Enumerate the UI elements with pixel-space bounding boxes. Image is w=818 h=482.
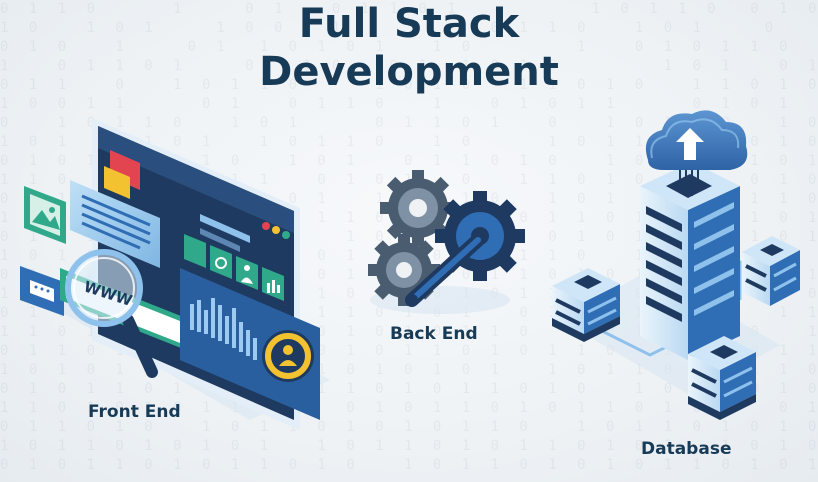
- page-title-line2: Development: [259, 49, 559, 95]
- database-label: Database: [641, 439, 732, 459]
- image-card: [24, 186, 66, 244]
- text-panel: [70, 180, 160, 268]
- cloud-upload-icon: [645, 110, 748, 170]
- window-dot-yellow-icon: [272, 226, 280, 234]
- server-stack-left: [552, 268, 620, 342]
- window-dot-red-icon: [262, 222, 270, 230]
- back-end-illustration: [368, 170, 525, 314]
- server-stack-right: [742, 236, 800, 306]
- server-tower: [640, 162, 740, 360]
- gear-icon: [368, 234, 440, 306]
- database-illustration: [552, 110, 800, 420]
- back-end-label: Back End: [390, 324, 478, 344]
- gear-icon: [210, 245, 232, 279]
- app-icon-row: [184, 234, 284, 301]
- analytics-panel: [180, 268, 320, 420]
- front-end-illustration: WWW: [20, 118, 330, 430]
- image-icon: [32, 210, 60, 230]
- server-stack-front: [688, 336, 756, 420]
- chat-card: [20, 266, 64, 316]
- window-dot-green-icon: [282, 231, 290, 239]
- magnifier-icon: [65, 249, 158, 378]
- color-tile-yellow: [104, 166, 130, 199]
- user-profile-icon: [265, 333, 311, 379]
- front-end-label: Front End: [88, 402, 181, 422]
- page-title-line1: Full Stack: [298, 1, 520, 47]
- image-icon: [184, 234, 206, 268]
